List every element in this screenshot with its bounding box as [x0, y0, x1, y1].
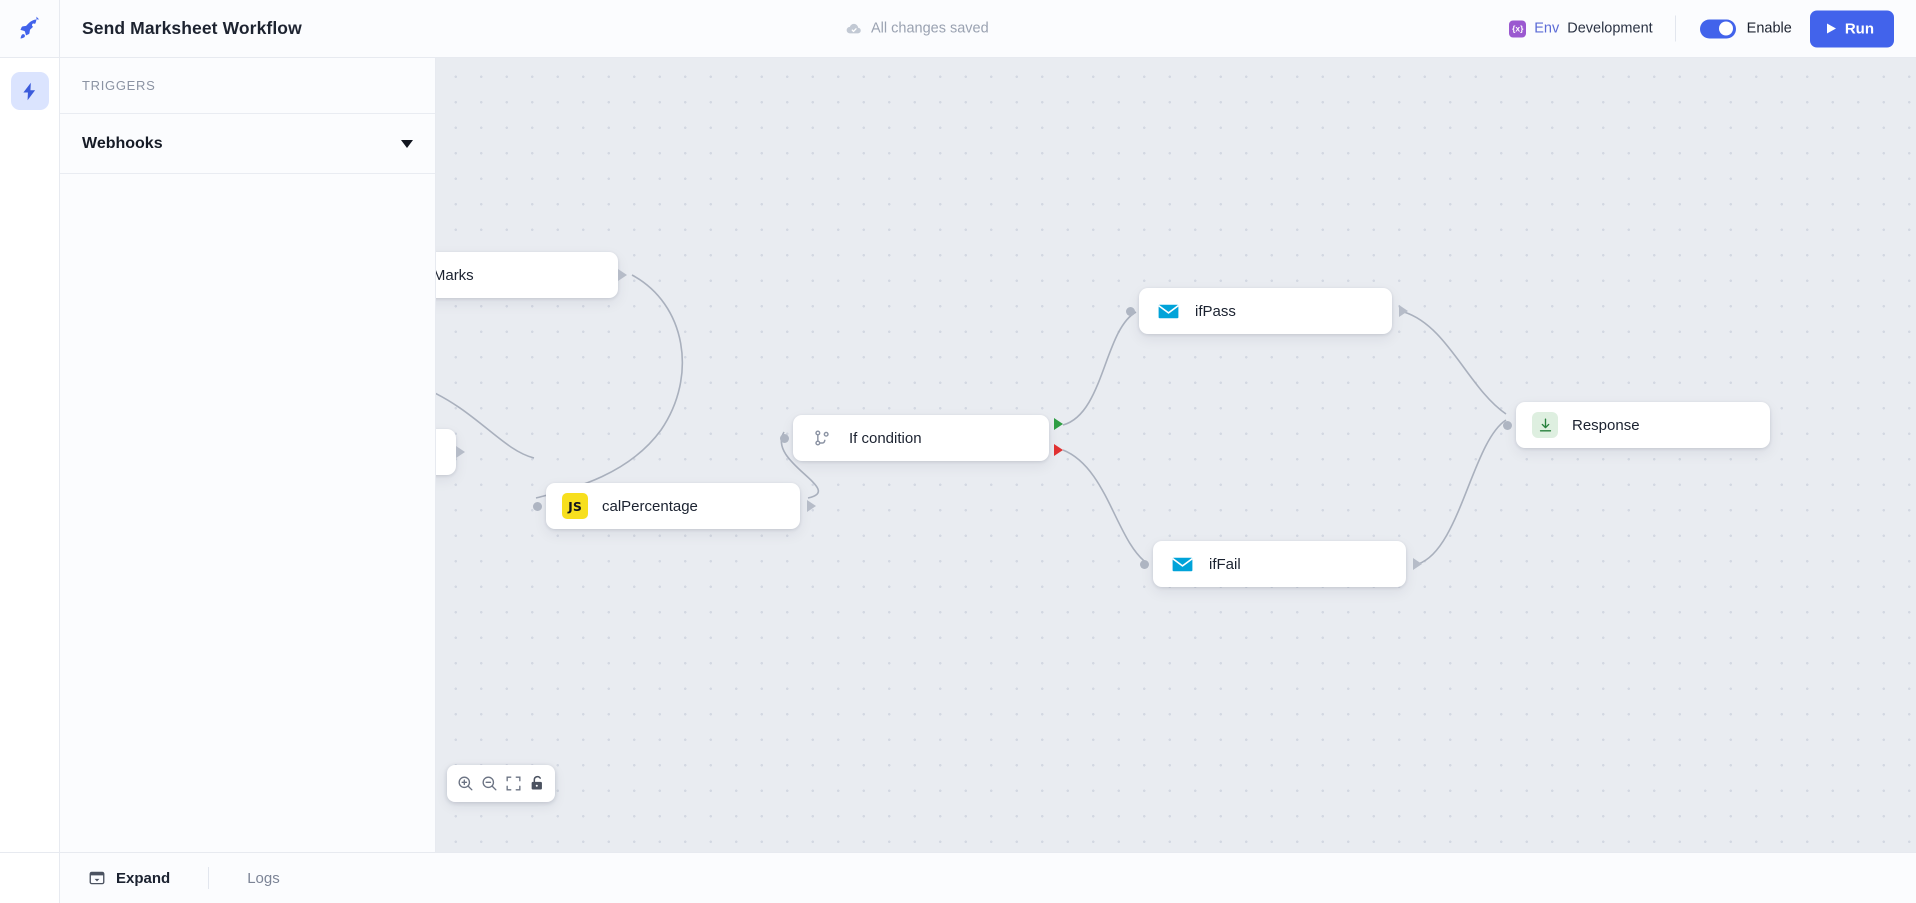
app-logo[interactable]	[0, 0, 60, 58]
env-variables-icon: {x}	[1509, 20, 1527, 37]
unlock-button[interactable]	[527, 773, 548, 794]
expand-button[interactable]: Expand	[88, 869, 170, 887]
canvas-toolbar	[447, 765, 555, 802]
edge-ifpass-to-response	[1403, 311, 1507, 415]
javascript-icon: JS	[562, 493, 588, 519]
node-input-handle[interactable]	[1140, 559, 1149, 569]
divider	[208, 867, 210, 889]
enable-toggle[interactable]	[1699, 19, 1736, 38]
edge-getmarks-to-calpercentage	[535, 274, 684, 499]
bottom-bar-rail-stub	[0, 852, 60, 903]
node-output-handle[interactable]	[807, 500, 816, 512]
node-label: calPercentage	[602, 497, 698, 515]
run-button[interactable]: Run	[1809, 10, 1894, 47]
top-bar: Send Marksheet Workflow All changes save…	[0, 0, 1916, 58]
sidebar-section-triggers: TRIGGERS	[60, 58, 435, 114]
env-label: Env	[1534, 20, 1560, 37]
play-icon	[1826, 23, 1836, 34]
node-input-handle[interactable]	[780, 433, 789, 443]
node-input-handle[interactable]	[533, 501, 542, 511]
toggle-knob	[1719, 21, 1734, 36]
edge-ifcondition-true-to-ifpass	[1062, 311, 1137, 426]
sidebar-item-label: Webhooks	[82, 134, 163, 152]
sidebar-item-triggers[interactable]	[10, 72, 49, 110]
cloud-check-icon	[846, 23, 861, 33]
node-ifpass[interactable]: ifPass	[1126, 288, 1408, 334]
zoom-out-button[interactable]	[479, 773, 500, 794]
email-icon	[1169, 551, 1195, 577]
node-output-handle[interactable]	[456, 446, 465, 458]
enable-toggle-group[interactable]: Enable	[1676, 19, 1810, 38]
node-label: ifPass	[1195, 302, 1236, 320]
node-label: Response	[1572, 416, 1640, 434]
fit-view-button[interactable]	[503, 773, 524, 794]
bottom-bar: Expand Logs	[60, 852, 1916, 903]
node-input-handle[interactable]	[1126, 306, 1135, 316]
divider	[1674, 15, 1676, 42]
panel-expand-icon	[89, 871, 105, 885]
enable-label: Enable	[1746, 20, 1792, 37]
env-value: Development	[1567, 20, 1653, 37]
workflow-canvas[interactable]: getMarks JS calPercentage	[436, 58, 1916, 852]
lightning-bolt-icon	[23, 82, 36, 100]
edge-connections	[436, 274, 1507, 565]
edge-clipped-to-calpercentage	[436, 392, 535, 459]
sidebar-item-webhooks[interactable]: Webhooks	[60, 114, 435, 174]
edge-iffail-to-response	[1417, 419, 1507, 565]
response-icon	[1532, 412, 1558, 438]
edge-ifcondition-false-to-iffail	[1062, 449, 1149, 565]
node-calpercentage[interactable]: JS calPercentage	[533, 483, 816, 529]
node-label: getMarks	[436, 266, 474, 284]
node-iffail[interactable]: ifFail	[1140, 541, 1422, 587]
logs-label: Logs	[247, 869, 280, 887]
email-icon	[1155, 298, 1181, 324]
run-button-label: Run	[1844, 20, 1874, 37]
save-status: All changes saved	[845, 20, 989, 37]
chevron-down-icon[interactable]	[401, 139, 413, 148]
node-output-handle[interactable]	[618, 269, 627, 281]
node-output-handle[interactable]	[1399, 305, 1408, 317]
top-bar-actions: {x} Env Development Enable Run	[1509, 10, 1894, 47]
environment-selector[interactable]: {x} Env Development	[1509, 20, 1674, 37]
node-getmarks[interactable]: getMarks	[436, 252, 627, 298]
save-status-text: All changes saved	[871, 20, 989, 37]
sidebar-panel: TRIGGERS Webhooks	[60, 58, 436, 852]
node-ifcondition[interactable]: If condition	[780, 415, 1063, 461]
node-label: ifFail	[1209, 555, 1241, 573]
rocket-icon	[19, 16, 39, 39]
logs-button[interactable]: Logs	[247, 870, 280, 887]
node-clipped-left[interactable]	[436, 429, 465, 475]
branch-icon	[809, 425, 835, 451]
node-output-handle[interactable]	[1413, 558, 1422, 570]
left-rail	[0, 58, 60, 903]
expand-label: Expand	[116, 869, 171, 887]
node-response[interactable]: Response	[1503, 402, 1770, 448]
zoom-in-button[interactable]	[455, 773, 476, 794]
page-title: Send Marksheet Workflow	[82, 18, 302, 38]
node-output-handle-false[interactable]	[1054, 444, 1063, 456]
node-output-handle-true[interactable]	[1054, 418, 1063, 430]
node-label: If condition	[849, 429, 922, 447]
node-input-handle[interactable]	[1503, 420, 1512, 430]
